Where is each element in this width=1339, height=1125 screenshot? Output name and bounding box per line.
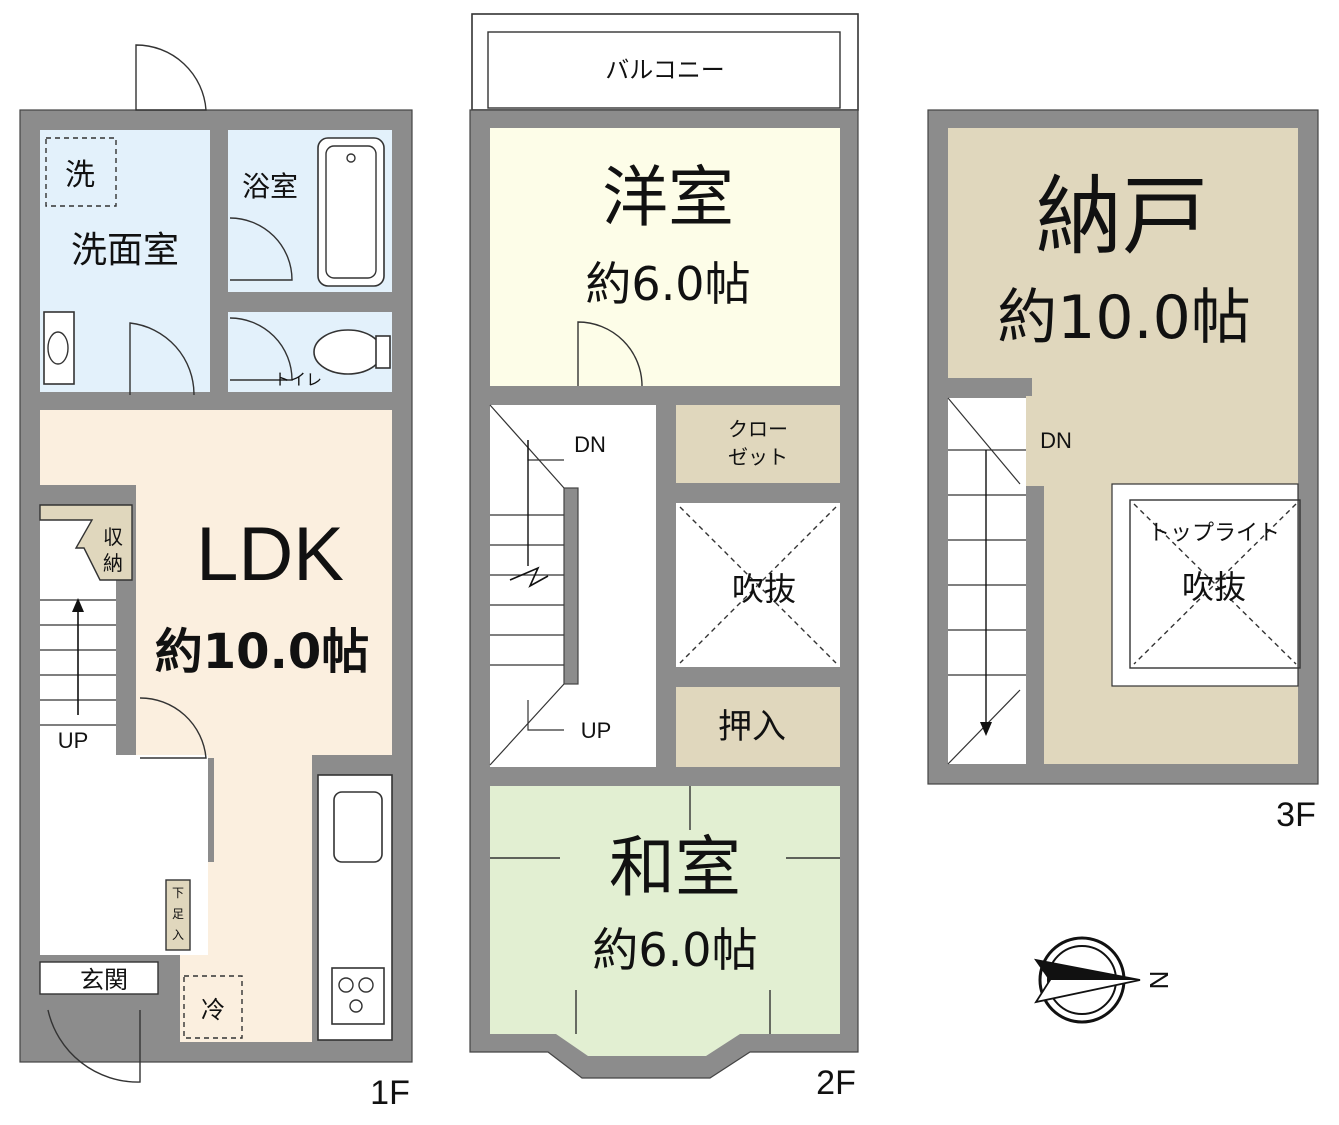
stair-break-icon — [509, 566, 549, 588]
floor-3: 納戸 約10.0帖 DN トップライト 吹抜 3F — [927, 109, 1319, 834]
floor-label-3f: 3F — [1276, 796, 1316, 834]
door-swing-icon — [577, 321, 643, 387]
dn-label: DN — [1040, 428, 1072, 453]
entrance-floor — [39, 961, 159, 995]
entrance-label: 玄関 — [80, 966, 128, 994]
ldk-floor — [40, 410, 392, 1042]
door-swing-icon — [47, 1009, 141, 1083]
compass-north-label: N — [1144, 971, 1174, 990]
fridge-space — [183, 975, 243, 1039]
stair-3f — [948, 398, 1026, 764]
balcony — [471, 13, 859, 111]
cooktop-icon — [331, 967, 385, 1025]
western-floor — [490, 128, 840, 386]
floor-2: バルコニー 洋室 約6.0帖 クロー ゼット DN UP 吹抜 押入 和室 約6… — [469, 13, 859, 1102]
balcony-inner — [487, 31, 841, 109]
up-label: UP — [58, 728, 89, 753]
ldk-size-label: 約10.0帖 — [155, 624, 369, 680]
void-cross — [679, 506, 837, 664]
toilet-tank-icon — [375, 335, 391, 369]
door-swing-icon — [229, 217, 293, 281]
door-swing-icon — [139, 697, 207, 759]
void-3f — [1111, 483, 1299, 687]
toilet-icon — [313, 329, 383, 375]
burner-icon — [338, 977, 354, 993]
western-size-label: 約6.0帖 — [585, 257, 750, 311]
shoe-label: 入 — [172, 928, 184, 942]
bath-label: 浴室 — [242, 170, 298, 203]
up-arrow-head — [72, 598, 84, 612]
storage-room-label: 納戸 — [1036, 167, 1208, 267]
burner-icon — [349, 999, 363, 1013]
washer-label: 洗 — [65, 158, 95, 193]
closet-label: クロー — [728, 417, 788, 441]
storage-under-stair — [39, 504, 133, 581]
closet-label: ゼット — [728, 445, 788, 469]
dn-label: DN — [574, 432, 606, 457]
sink-icon — [333, 791, 383, 863]
up-label: UP — [581, 718, 612, 743]
western-label: 洋室 — [602, 159, 734, 236]
oshiire-label: 押入 — [718, 707, 786, 747]
shoe-label: 下 — [172, 886, 184, 900]
door-swing-icon — [229, 317, 293, 381]
fridge-label: 冷 — [201, 996, 225, 1024]
balcony-label: バルコニー — [605, 56, 725, 84]
compass-icon: N — [1033, 936, 1174, 1024]
burner-icon — [358, 977, 374, 993]
floor-1: 洗 洗面室 浴室 トイレ LDK 約10.0帖 収 納 UP 下 足 入 玄関 … — [19, 44, 413, 1112]
toplight-label: トップライト — [1148, 521, 1280, 546]
toilet-label: トイレ — [274, 370, 322, 389]
dn-arrow-head — [980, 722, 992, 736]
void-cross — [1133, 503, 1297, 665]
floor-label-1f: 1F — [370, 1074, 410, 1112]
void-label: 吹抜 — [1182, 568, 1246, 606]
void-label: 吹抜 — [732, 570, 796, 608]
storage-size-label: 約10.0帖 — [997, 283, 1251, 353]
wash-room-label: 洗面室 — [71, 230, 179, 271]
tatami-lines — [490, 786, 840, 1034]
door-swing-icon — [129, 322, 195, 396]
ldk-label: LDK — [196, 512, 344, 597]
washer-space — [45, 137, 117, 207]
storage-label: 納 — [103, 551, 123, 575]
oshiire-floor — [676, 687, 840, 767]
shoe-cabinet — [165, 879, 191, 951]
floor-label-2f: 2F — [816, 1064, 856, 1102]
japanese-size-label: 約6.0帖 — [592, 923, 757, 977]
basin-bowl-icon — [47, 331, 69, 365]
storage-label: 収 — [103, 525, 123, 549]
closet-floor — [676, 405, 840, 483]
toplight-frame — [1129, 499, 1301, 669]
stair-rail — [563, 487, 579, 685]
shoe-label: 足 — [172, 907, 184, 921]
bathtub-inner — [325, 145, 377, 279]
japanese-label: 和室 — [609, 829, 741, 906]
japanese-floor — [490, 786, 840, 1056]
void-cross — [1133, 503, 1297, 665]
bathtub-icon — [317, 137, 385, 287]
drain-icon — [346, 153, 356, 163]
door-swing-icon — [135, 44, 207, 111]
washbasin-icon — [43, 311, 75, 385]
